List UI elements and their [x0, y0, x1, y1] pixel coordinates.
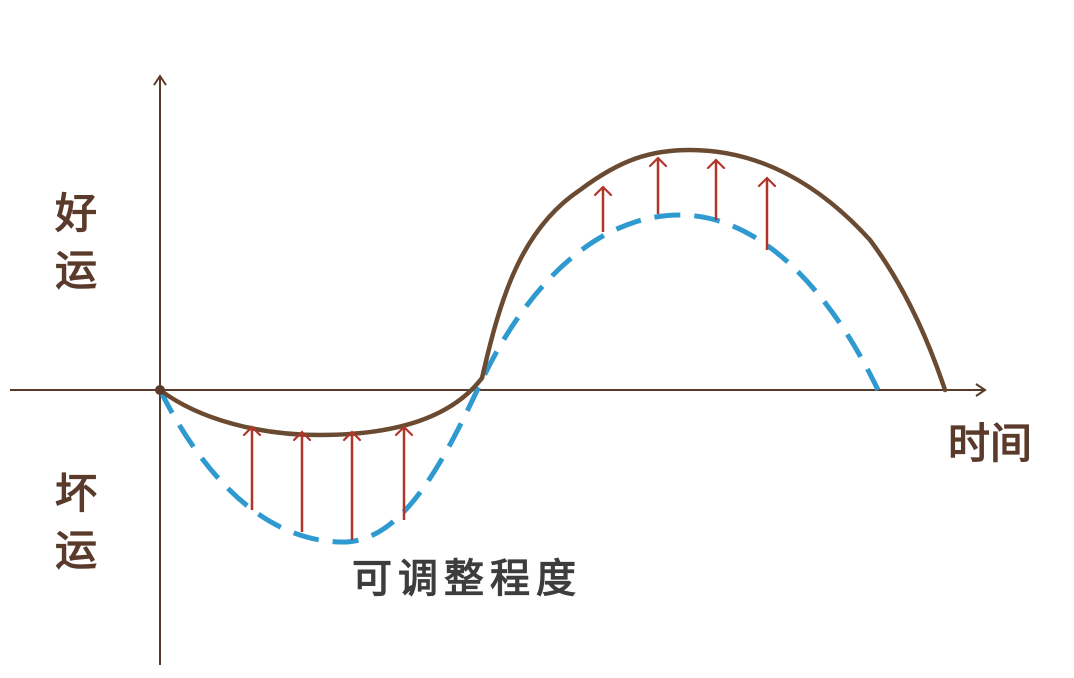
baseline-luck-curve: [157, 212, 881, 545]
adjustment-arrows-bad: [242, 425, 414, 540]
bad-luck-label-1: 坏: [55, 469, 97, 518]
good-luck-label-2: 运: [55, 246, 97, 295]
good-luck-label-1: 好: [54, 189, 97, 238]
time-axis-label: 时间: [948, 419, 1032, 468]
adjusted-luck-curve: [157, 147, 948, 438]
adjustable-degree-label: 可调整程度: [352, 556, 582, 602]
adjustment-arrows-good: [593, 156, 777, 250]
origin-point: [155, 385, 165, 395]
bad-luck-label-2: 运: [55, 526, 97, 575]
